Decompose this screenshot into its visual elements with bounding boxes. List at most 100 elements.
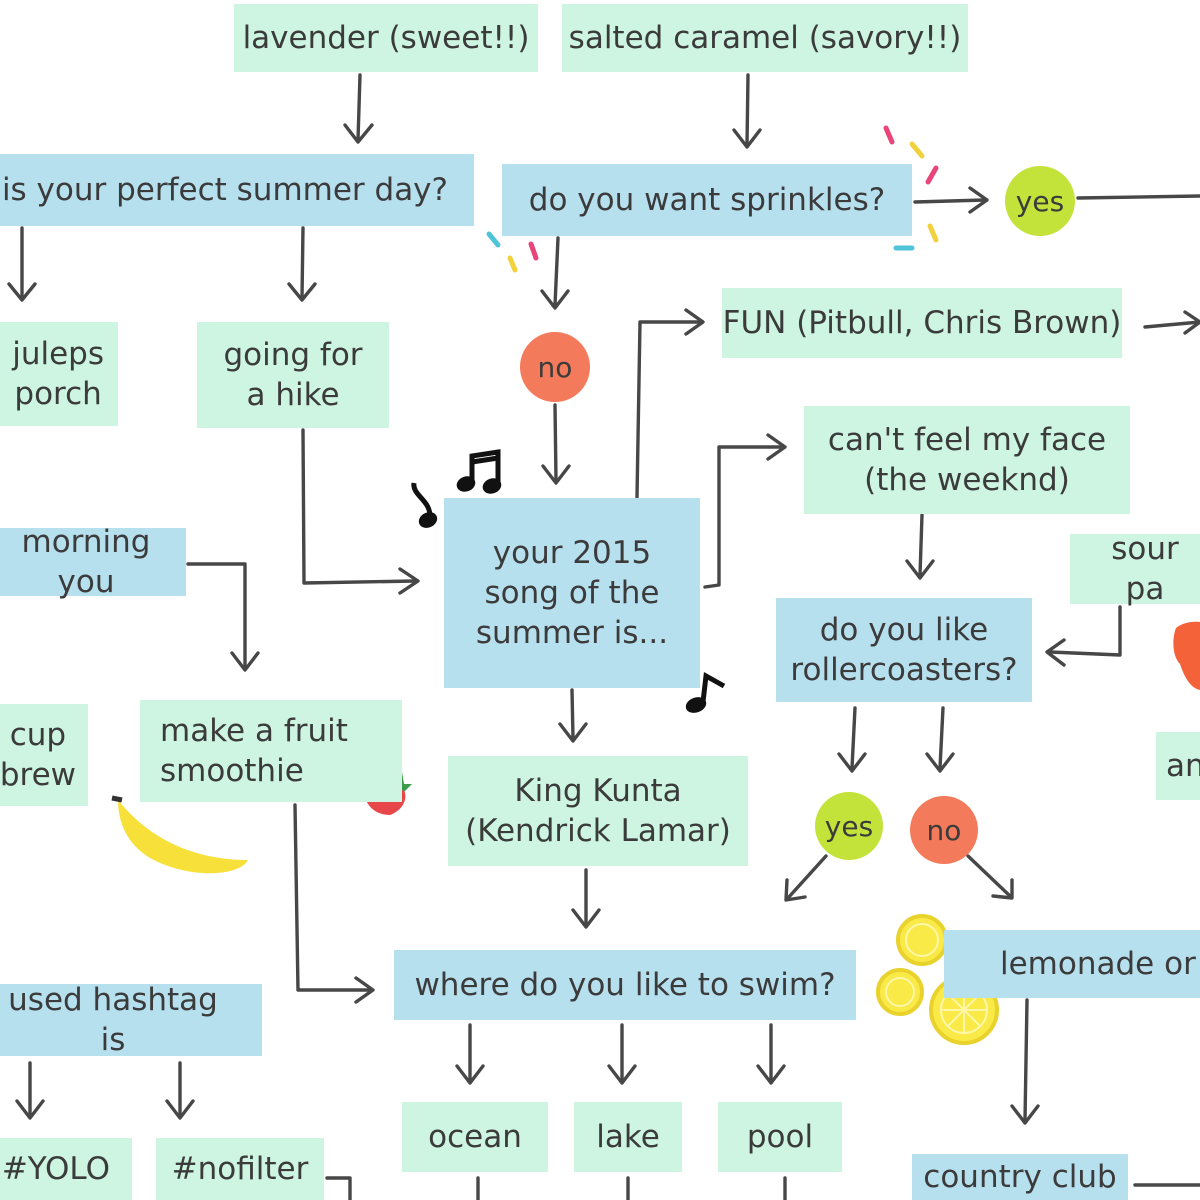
arrowhead: [1045, 638, 1066, 667]
node-label: lavender (sweet!!): [242, 19, 530, 56]
cant-feel-my-face-result: can't feel my face (the weeknd): [804, 406, 1130, 514]
node-label: used hashtag is: [8, 981, 218, 1058]
arrow: [356, 73, 362, 142]
node-label: your 2015 song of the summer is...: [475, 534, 669, 652]
node-label: salted caramel (savory!!): [568, 19, 962, 56]
arrow: [918, 513, 924, 577]
music-note-icon: [685, 671, 726, 713]
node-label: #nofilter: [171, 1150, 309, 1187]
arrow: [745, 73, 750, 147]
arrow: [966, 854, 1012, 898]
arrowhead: [541, 464, 571, 485]
yolo-option: #YOLO: [0, 1138, 132, 1200]
arrow: [301, 428, 417, 585]
rollercoasters-question: do you like rollercoasters?: [776, 598, 1032, 702]
partial-answer-option: an: [1156, 732, 1200, 800]
arrow: [850, 706, 857, 770]
arrow: [300, 226, 305, 300]
node-label: where do you like to swim?: [414, 966, 836, 1003]
arrowhead: [905, 559, 935, 580]
ocean-option: ocean: [402, 1102, 548, 1172]
arrow: [1048, 605, 1122, 657]
node-label: do you like rollercoasters?: [790, 611, 1018, 688]
music-note-icon: [456, 449, 502, 494]
perfect-summer-day-question: is your perfect summer day?: [0, 154, 474, 226]
node-label: sour pa: [1111, 530, 1179, 607]
arrowhead: [287, 282, 317, 302]
arrow: [325, 1176, 352, 1200]
lemonade-question: lemonade or: [944, 930, 1200, 998]
arrowhead: [684, 308, 705, 336]
arrow: [938, 706, 945, 770]
morning-you-question: morning you: [0, 524, 186, 600]
song-of-summer-result: your 2015 song of the summer is...: [444, 498, 700, 688]
node-label: no: [926, 813, 962, 847]
lavender-option: lavender (sweet!!): [234, 4, 538, 72]
arrow: [1143, 320, 1200, 329]
arrowhead: [7, 282, 37, 302]
node-label: yes: [824, 809, 874, 843]
sprinkles-icon: [486, 125, 939, 273]
node-label: going for a hike: [223, 336, 363, 413]
node-label: cup brew: [0, 716, 76, 793]
arrowhead: [398, 567, 420, 595]
arrowhead: [991, 878, 1014, 900]
node-label: can't feel my face (the weeknd): [827, 421, 1107, 498]
node-label: make a fruit smoothie: [160, 712, 348, 789]
arrowhead: [784, 878, 807, 902]
arrowhead: [540, 289, 570, 310]
nofilter-option: #nofilter: [156, 1138, 324, 1200]
arrow: [1076, 194, 1200, 200]
node-label: pool: [746, 1118, 814, 1155]
arrowhead: [837, 752, 867, 773]
arrowhead: [925, 752, 955, 773]
arrowhead: [15, 1099, 45, 1120]
arrow: [186, 562, 247, 670]
arrow: [553, 236, 560, 307]
node-label: no: [537, 350, 573, 384]
arrow: [635, 320, 702, 499]
arrowhead: [571, 908, 601, 929]
arrowhead: [455, 1064, 485, 1085]
arrowhead: [558, 722, 588, 743]
node-label: ocean: [428, 1118, 522, 1155]
where-swim-question: where do you like to swim?: [394, 950, 856, 1020]
going-for-a-hike-option: going for a hike: [197, 322, 389, 428]
node-label: yes: [1015, 184, 1065, 218]
arrow: [786, 854, 828, 900]
node-label: #YOLO: [1, 1150, 110, 1187]
arrowhead: [1010, 1104, 1040, 1125]
node-label: juleps porch: [12, 335, 104, 412]
arrowhead: [968, 186, 989, 214]
arrow: [703, 445, 784, 589]
node-label: lake: [596, 1118, 660, 1155]
arrow: [913, 198, 987, 204]
arrowhead: [732, 128, 762, 149]
fruit-smoothie-option: make a fruit smoothie: [140, 700, 402, 802]
fun-pitbull-result: FUN (Pitbull, Chris Brown): [722, 288, 1122, 358]
pool-option: pool: [718, 1102, 842, 1172]
arrow: [293, 803, 372, 992]
node-label: King Kunta (Kendrick Lamar): [465, 772, 731, 849]
sour-patch-option: sour pa: [1070, 531, 1200, 607]
king-kunta-result: King Kunta (Kendrick Lamar): [448, 756, 748, 866]
lake-option: lake: [574, 1102, 682, 1172]
rollercoasters-yes-badge: yes: [815, 792, 883, 860]
node-label: do you want sprinkles?: [528, 181, 886, 218]
arrowhead: [165, 1099, 195, 1120]
salted-caramel-option: salted caramel (savory!!): [562, 4, 968, 72]
arrow: [1023, 998, 1029, 1122]
arrowhead: [766, 433, 787, 461]
hashtag-question: used hashtag is: [0, 982, 262, 1058]
arrowhead: [354, 976, 375, 1004]
arrowhead: [756, 1064, 786, 1085]
node-label: an: [1166, 747, 1200, 784]
node-label: country club: [923, 1158, 1117, 1195]
rollercoasters-no-badge: no: [910, 796, 978, 864]
node-label: morning you: [21, 523, 151, 600]
arrowhead: [343, 123, 374, 144]
node-label: FUN (Pitbull, Chris Brown): [722, 304, 1122, 341]
arrow: [570, 688, 575, 740]
cup-brew-option: cup brew: [0, 704, 88, 806]
